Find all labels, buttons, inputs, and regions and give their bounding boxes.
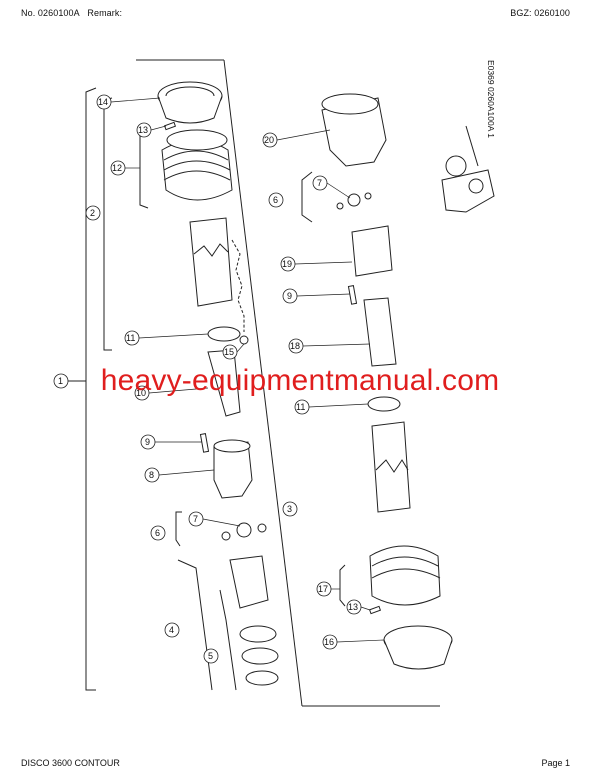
callout-10: 10 xyxy=(134,385,150,401)
callout-4: 4 xyxy=(164,622,180,638)
svg-text:14: 14 xyxy=(98,97,108,107)
callout-5: 5 xyxy=(203,648,219,664)
group-bracket-1 xyxy=(85,87,97,691)
svg-text:12: 12 xyxy=(112,163,122,173)
svg-text:6: 6 xyxy=(155,528,160,538)
part-17-bellows xyxy=(369,545,441,606)
svg-text:9: 9 xyxy=(145,437,150,447)
callout-12: 12 xyxy=(110,160,126,176)
svg-text:11: 11 xyxy=(296,402,305,412)
callout-1: 1 xyxy=(53,373,69,389)
callout-2: 2 xyxy=(85,205,101,221)
callout-9: 9 xyxy=(140,434,156,450)
group-bracket-17 xyxy=(339,564,346,607)
svg-text:16: 16 xyxy=(324,637,334,647)
svg-text:7: 7 xyxy=(317,178,322,188)
callout-7: 7 xyxy=(188,511,204,527)
part-11-bearing-ring xyxy=(207,326,241,342)
part-5-bearing xyxy=(239,625,277,643)
part-7-cross-kit xyxy=(236,522,252,538)
part-19-yoke xyxy=(351,225,393,277)
callout-9-right: 9 xyxy=(282,288,298,304)
remark-label: Remark: xyxy=(87,8,123,18)
callout-11: 11 xyxy=(124,330,140,346)
model-name: DISCO 3600 CONTOUR xyxy=(21,758,120,768)
callout-7-right: 7 xyxy=(312,175,328,191)
callout-11-right: 11 xyxy=(294,399,310,415)
callout-18: 18 xyxy=(288,338,304,354)
document-number: No. 0260100A xyxy=(21,8,80,18)
callout-6: 6 xyxy=(150,525,166,541)
callout-16: 16 xyxy=(322,634,338,650)
callout-8: 8 xyxy=(144,467,160,483)
group-bracket-12 xyxy=(139,126,149,209)
group-bracket-5 xyxy=(219,589,237,691)
drawing-reference-code: E0369 0260A100A 1 xyxy=(486,60,496,138)
svg-text:13: 13 xyxy=(348,602,358,612)
svg-text:4: 4 xyxy=(169,625,174,635)
part-8-yoke xyxy=(213,441,253,499)
group-bracket-2 xyxy=(103,97,113,351)
callout-13-right: 13 xyxy=(346,599,362,615)
part-9-spring-pin-right xyxy=(347,285,358,305)
part-13-screw xyxy=(163,121,177,131)
callout-20: 20 xyxy=(262,132,278,148)
part-7-cross-kit-right xyxy=(347,193,361,207)
part-9-spring-pin xyxy=(199,433,210,453)
svg-text:5: 5 xyxy=(208,651,213,661)
svg-text:17: 17 xyxy=(318,584,328,594)
callout-14: 14 xyxy=(96,94,112,110)
callout-15: 15 xyxy=(222,344,238,360)
callout-19: 19 xyxy=(280,256,296,272)
part-4-yoke xyxy=(229,555,269,609)
group-bracket-6b xyxy=(301,171,313,223)
part-18-inner-tube xyxy=(363,297,397,367)
callout-17: 17 xyxy=(316,581,332,597)
callout-13: 13 xyxy=(136,122,152,138)
svg-text:20: 20 xyxy=(264,135,274,145)
svg-text:15: 15 xyxy=(224,347,234,357)
callout-6-right: 6 xyxy=(268,192,284,208)
svg-text:2: 2 xyxy=(90,208,95,218)
part-20-overload-clutch xyxy=(321,97,387,167)
svg-text:1: 1 xyxy=(58,376,63,386)
group-bracket-6a xyxy=(175,511,182,547)
group-bracket-4 xyxy=(177,559,213,691)
header-left: No. 0260100A Remark: xyxy=(21,8,127,18)
svg-text:3: 3 xyxy=(287,504,292,514)
part-13-screw-right xyxy=(368,605,382,615)
part-11-bearing-ring-right xyxy=(367,396,401,412)
callout-3: 3 xyxy=(282,501,298,517)
svg-text:13: 13 xyxy=(138,125,148,135)
gear-symbol-icon xyxy=(445,155,467,177)
svg-text:18: 18 xyxy=(290,341,300,351)
svg-text:10: 10 xyxy=(136,388,146,398)
svg-text:19: 19 xyxy=(282,259,292,269)
watermark-text: heavy-equipmentmanual.com xyxy=(100,364,500,397)
part-2-guard-tube xyxy=(189,217,233,307)
svg-text:11: 11 xyxy=(126,333,135,343)
svg-text:7: 7 xyxy=(193,514,198,524)
svg-text:6: 6 xyxy=(273,195,278,205)
pto-symbol-icon xyxy=(441,169,495,213)
part-15-chain xyxy=(231,239,245,332)
svg-text:8: 8 xyxy=(149,470,154,480)
svg-text:9: 9 xyxy=(287,291,292,301)
page-number: Page 1 xyxy=(541,758,570,768)
bgz-code: BGZ: 0260100 xyxy=(510,8,570,18)
